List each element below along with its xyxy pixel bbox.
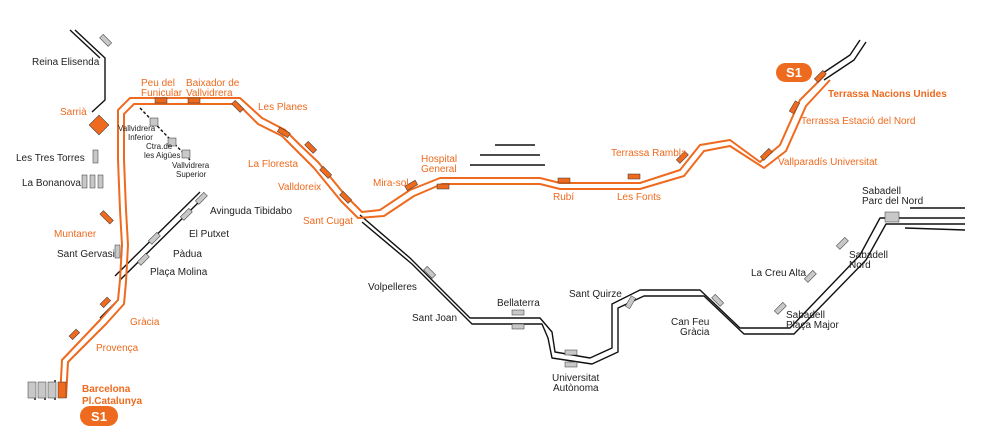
station-les-planes: Les Planes	[258, 102, 307, 113]
station-sant-gervasi: Sant Gervasi	[57, 249, 115, 260]
station-les-fonts: Les Fonts	[617, 192, 661, 203]
station-parc-nord-1: Sabadell	[862, 186, 901, 197]
station-peu-funicular-2: Funicular	[141, 88, 183, 99]
station-valldoreix: Valldoreix	[278, 182, 321, 193]
station-ctra-aigues-2: les Aigües	[144, 151, 180, 160]
station-vallvidrera-inf-2: Inferior	[128, 133, 153, 142]
station-uab-1: Universitat	[552, 373, 599, 384]
terminus-barcelona-line1: Barcelona	[82, 384, 131, 395]
station-la-creu-alta: La Creu Alta	[751, 268, 806, 279]
station-reina-elisenda: Reina Elisenda	[32, 57, 100, 68]
svg-text:S1: S1	[786, 65, 802, 80]
svg-text:S1: S1	[91, 409, 107, 424]
station-peu-funicular-1: Peu del	[141, 78, 175, 89]
station-rubi: Rubí	[553, 192, 574, 203]
station-bellaterra: Bellaterra	[497, 298, 540, 309]
station-sant-quirze: Sant Quirze	[569, 289, 622, 300]
station-la-floresta: La Floresta	[248, 159, 298, 170]
other-tracks	[34, 29, 966, 400]
station-placa-major-1: Sabadell	[786, 310, 825, 321]
station-vallvidrera-sup-2: Superior	[176, 170, 207, 179]
other-platforms	[27, 33, 900, 399]
station-baixador-2: Vallvidrera	[186, 88, 233, 99]
station-ctra-aigues-1: Ctra.de	[146, 142, 173, 151]
station-mira-sol: Mira-sol	[373, 178, 409, 189]
terminus-terrassa-nacions-unides: Terrassa Nacions Unides	[828, 89, 947, 100]
terminus-barcelona-line2: Pl.Catalunya	[82, 396, 142, 407]
s1-platforms	[57, 69, 827, 399]
station-baixador-1: Baixador de	[186, 78, 240, 89]
station-placa-major-2: Plaça Major	[786, 320, 839, 331]
station-can-feu-2: Gràcia	[680, 327, 710, 338]
station-padua: Pàdua	[173, 249, 202, 260]
station-sab-nord-1: Sabadell	[849, 250, 888, 261]
s1-line	[59, 74, 831, 399]
station-terrassa-estacio: Terrassa Estació del Nord	[801, 116, 916, 127]
station-vallvidrera-inf-1: Vallvidrera	[118, 124, 156, 133]
station-provenca: Provença	[96, 343, 139, 354]
station-vallparadis: Vallparadís Universitat	[778, 157, 878, 168]
station-parc-nord-2: Parc del Nord	[862, 196, 923, 207]
station-vallvidrera-sup-1: Vallvidrera	[172, 161, 210, 170]
station-hospital-1: Hospital	[421, 154, 457, 165]
station-volpelleres: Volpelleres	[368, 282, 417, 293]
station-muntaner: Muntaner	[54, 229, 97, 240]
station-les-tres-torres: Les Tres Torres	[16, 153, 85, 164]
station-la-bonanova: La Bonanova	[22, 178, 81, 189]
station-gracia: Gràcia	[130, 317, 160, 328]
station-uab-2: Autònoma	[553, 383, 599, 394]
station-av-tibidabo: Avinguda Tibidabo	[210, 206, 293, 217]
station-hospital-2: General	[421, 164, 457, 175]
station-placa-molina: Plaça Molina	[150, 267, 208, 278]
station-sarria: Sarrià	[60, 107, 87, 118]
station-sant-joan: Sant Joan	[412, 313, 457, 324]
other-labels: Reina Elisenda Les Tres Torres La Bonano…	[16, 57, 923, 394]
s1-labels: Provença Gràcia Muntaner Sarrià Peu del …	[54, 78, 916, 354]
station-el-putxet: El Putxet	[189, 229, 229, 240]
station-sab-nord-2: Nord	[849, 260, 871, 271]
station-can-feu-1: Can Feu	[671, 317, 709, 328]
s1-badge-south: S1	[80, 406, 118, 426]
station-sant-cugat: Sant Cugat	[303, 216, 353, 227]
station-terrassa-rambla: Terrassa Rambla	[611, 148, 687, 159]
s1-badge-north: S1	[776, 63, 812, 82]
